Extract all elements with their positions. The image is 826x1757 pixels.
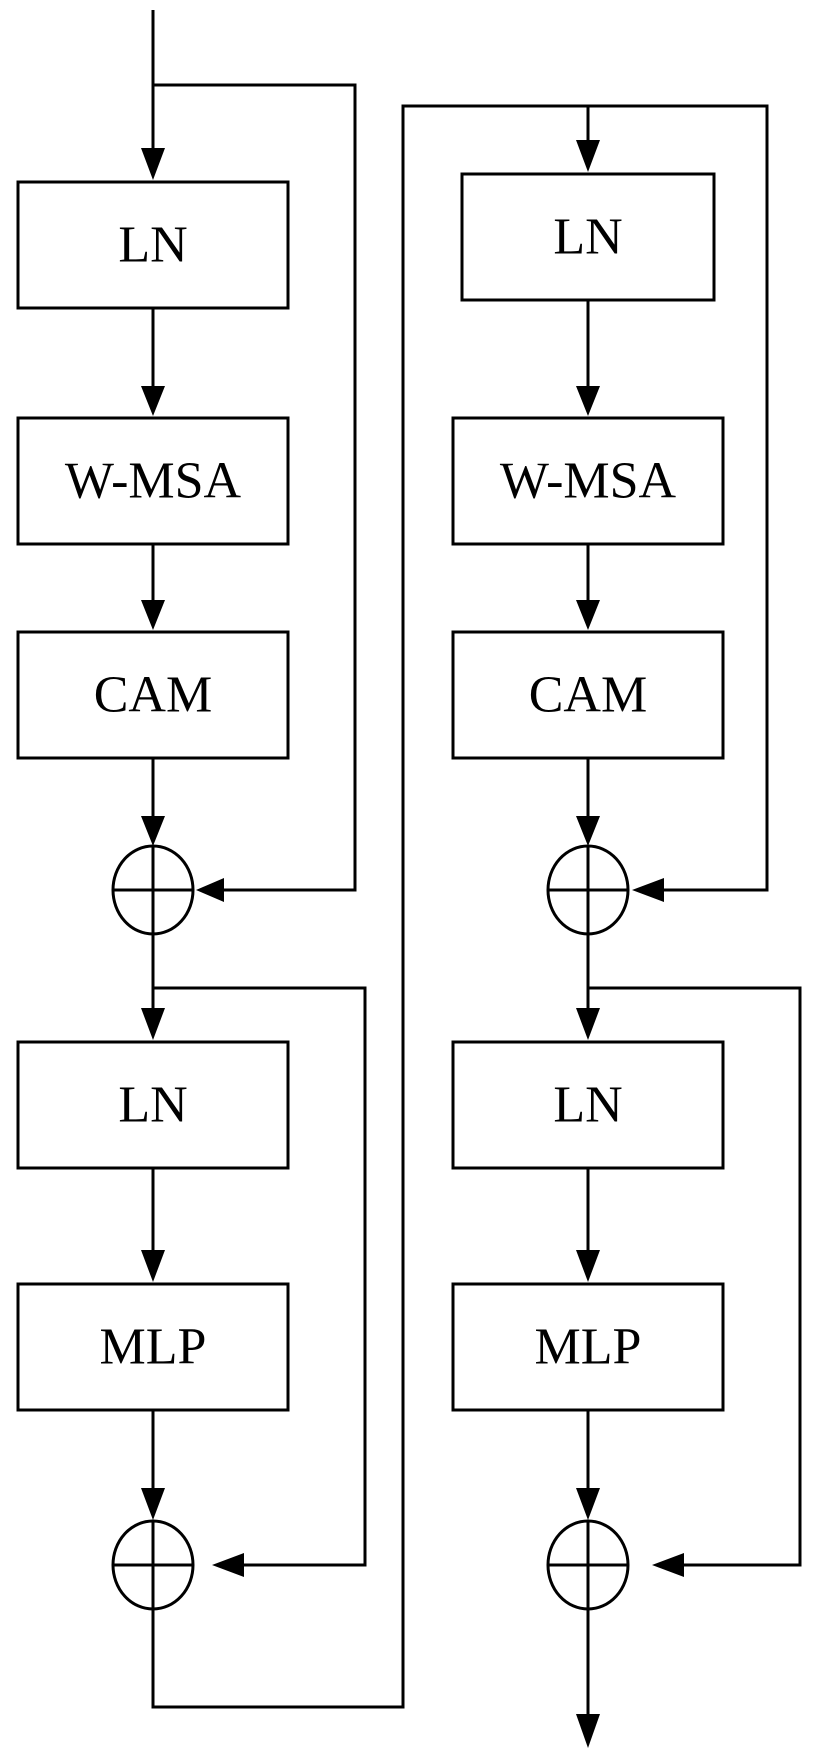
left-wmsa-box — [16, 416, 290, 546]
left-arrow-into-wmsa — [141, 386, 165, 416]
right-arrow-into-sum1-side — [632, 878, 664, 902]
right-sum-node-2 — [546, 1519, 630, 1611]
left-ln2-label: LN — [118, 1077, 187, 1134]
left-ln1-label: LN — [118, 217, 187, 274]
right-arrow-into-sum1 — [576, 816, 600, 846]
right-ln1-label: LN — [553, 209, 622, 266]
left-arrow-into-mlp — [141, 1250, 165, 1282]
left-arrow-into-ln1 — [141, 148, 165, 180]
left-sum-node-2 — [111, 1519, 195, 1611]
left-mlp-label: MLP — [100, 1319, 207, 1376]
left-arrow-into-cam — [141, 600, 165, 630]
left-wmsa-label: W-MSA — [65, 453, 242, 510]
left-residual-skip-2 — [153, 986, 367, 1567]
right-mlp-box — [451, 1282, 725, 1412]
left-cam-box — [16, 630, 290, 760]
left-arrow-into-sum1 — [141, 816, 165, 846]
right-arrow-into-wmsa — [576, 386, 600, 416]
right-mlp-label: MLP — [535, 1319, 642, 1376]
right-arrow-into-ln2 — [576, 1008, 600, 1040]
left-arrow-into-sum2-side — [212, 1553, 244, 1577]
left-ln1-box — [16, 180, 290, 310]
right-cam-label: CAM — [529, 667, 647, 724]
right-block: LN W-MSA CAM LN MLP — [451, 106, 802, 1748]
left-arrow-into-ln2 — [141, 1008, 165, 1040]
right-output-arrow — [576, 1714, 600, 1748]
left-arrow-into-sum1-side — [196, 878, 224, 902]
right-residual-skip-2 — [588, 986, 802, 1567]
right-sum-node-1 — [546, 844, 630, 936]
right-ln2-label: LN — [553, 1077, 622, 1134]
left-sum-node-1 — [111, 844, 195, 936]
left-cam-label: CAM — [94, 667, 212, 724]
right-arrow-into-ln1 — [576, 140, 600, 172]
right-arrow-into-sum2 — [576, 1488, 600, 1520]
left-block: LN W-MSA CAM LN MLP — [16, 10, 367, 1611]
right-cam-box — [451, 630, 725, 760]
block-connector-line — [151, 104, 769, 1709]
right-wmsa-box — [451, 416, 725, 546]
right-wmsa-label: W-MSA — [500, 453, 677, 510]
left-mlp-box — [16, 1282, 290, 1412]
right-arrow-into-sum2-side — [652, 1553, 684, 1577]
right-arrow-into-mlp — [576, 1250, 600, 1282]
left-residual-skip-1 — [153, 83, 357, 892]
right-ln2-box — [451, 1040, 725, 1170]
left-ln2-box — [16, 1040, 290, 1170]
left-arrow-into-sum2 — [141, 1488, 165, 1520]
right-arrow-into-cam — [576, 600, 600, 630]
